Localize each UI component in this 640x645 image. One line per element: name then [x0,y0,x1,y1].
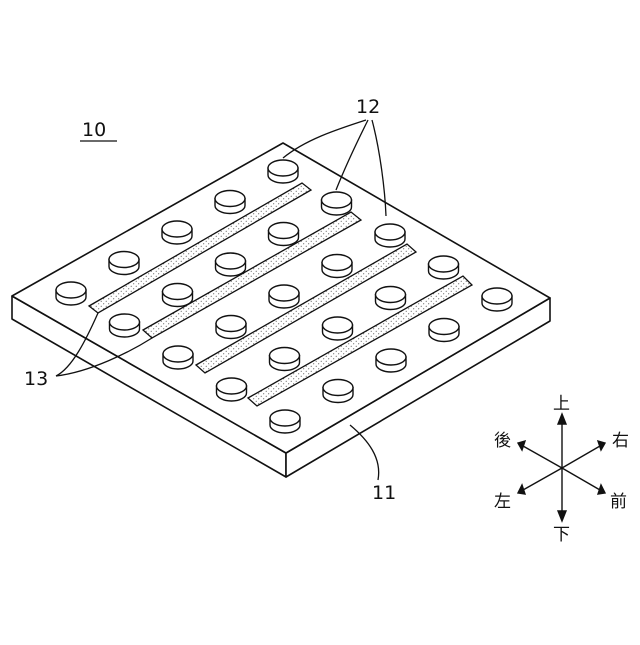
direction-back-label: 後 [494,431,511,451]
bump [163,346,193,369]
bump-top [323,317,353,333]
direction-compass [518,414,605,521]
bump [482,288,512,311]
strip-label: 13 [24,368,48,390]
bump-top [429,319,459,335]
arrow-left-head [518,485,525,494]
bump [56,282,86,305]
bump [429,319,459,342]
bump-top [270,410,300,426]
bump [375,224,405,247]
bump-top [215,191,245,207]
arrow-up-head [558,414,566,424]
bump-top [269,223,299,239]
bump-top [163,346,193,362]
bump [215,191,245,214]
bump-leader [336,120,368,190]
bump-top [376,287,406,303]
bump [217,378,247,401]
bump-top [482,288,512,304]
bump [216,316,246,339]
bump [110,314,140,337]
bump [323,317,353,340]
arrow-left [523,468,562,490]
arrow-down-head [558,511,566,521]
bump [162,221,192,244]
device-label: 10 [82,119,106,141]
direction-front-label: 前 [610,492,627,512]
bump-top [56,282,86,298]
bump-top [163,284,193,300]
bump [216,253,246,276]
bump [268,160,298,183]
arrow-right [562,446,600,468]
bump [109,252,139,275]
bump-top [375,224,405,240]
bump-top [109,252,139,268]
substrate-label: 11 [372,482,396,504]
bump [322,192,352,215]
arrow-front-head [598,485,605,494]
bump-label: 12 [356,96,380,118]
bump-top [216,253,246,269]
direction-down-label: 下 [553,525,570,545]
bump [376,287,406,310]
bump [376,349,406,372]
direction-up-label: 上 [553,394,570,414]
arrow-back-head [518,441,525,450]
bump [429,256,459,279]
bump [269,223,299,246]
bump-top [270,348,300,364]
arrow-right-head [598,441,605,450]
direction-right-label: 右 [612,431,629,451]
direction-left-label: 左 [494,492,511,512]
bump [270,348,300,371]
bump-top [323,380,353,396]
arrow-front [562,468,600,490]
bump-top [268,160,298,176]
bump-top [217,378,247,394]
bump-top [429,256,459,272]
bump-top [162,221,192,237]
bump-top [269,285,299,301]
bump [269,285,299,308]
bump [322,255,352,278]
bump-top [376,349,406,365]
bump [270,410,300,433]
bump-top [322,192,352,208]
bump [323,380,353,403]
bump [163,284,193,307]
bump-top [322,255,352,271]
bump-top [216,316,246,332]
arrow-back [523,446,562,468]
bump-top [110,314,140,330]
